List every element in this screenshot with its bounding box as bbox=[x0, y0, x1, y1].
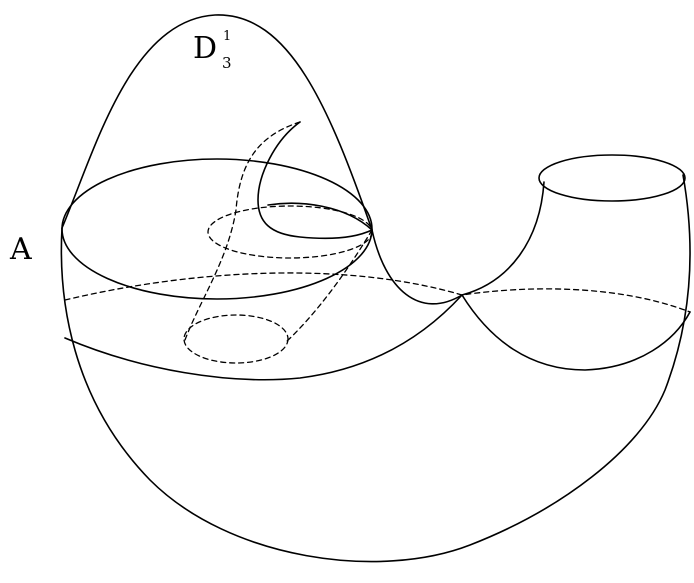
disk-label-subscript: 3 bbox=[222, 54, 232, 72]
hook-to-rim-curve bbox=[267, 202, 373, 231]
outer-body-outline bbox=[60, 174, 691, 563]
disk-label: D 1 3 bbox=[193, 30, 232, 71]
lower-front-curve bbox=[64, 294, 463, 381]
disk-cap-outline bbox=[61, 14, 373, 231]
tube-opening-ellipse bbox=[538, 154, 686, 202]
top-rim-ellipse bbox=[61, 158, 373, 300]
tube-inner-wall bbox=[461, 294, 691, 371]
disk-label-base: D bbox=[193, 31, 218, 66]
hidden-cylinder-right-wall bbox=[284, 229, 373, 344]
inner-neck-outline bbox=[371, 181, 545, 305]
disk-label-superscript: 1 bbox=[223, 29, 232, 44]
hidden-upper-ellipse bbox=[207, 205, 373, 259]
lower-back-curve bbox=[64, 272, 691, 313]
hidden-lower-ellipse bbox=[183, 314, 289, 364]
hook-curve bbox=[257, 121, 373, 240]
region-label-a: A bbox=[10, 232, 32, 267]
hidden-cylinder-left-wall bbox=[184, 121, 301, 341]
